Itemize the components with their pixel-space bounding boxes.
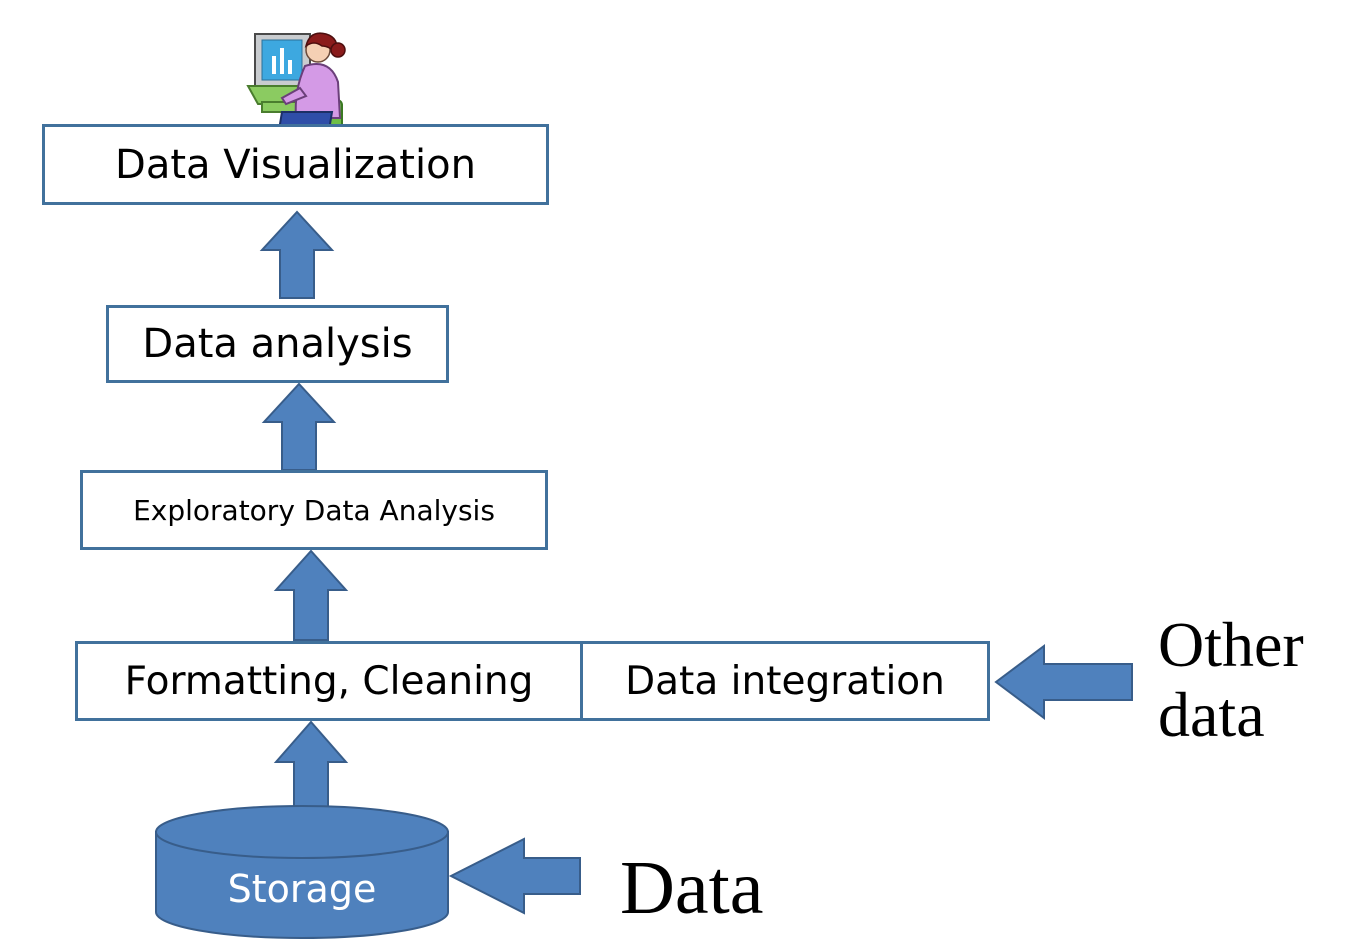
storage-label: Storage bbox=[228, 867, 377, 911]
data-source-label: Data bbox=[620, 846, 764, 930]
other-data-label: Other data bbox=[1158, 609, 1304, 751]
storage-cylinder: Storage bbox=[155, 805, 449, 939]
exploratory-data-analysis-box: Exploratory Data Analysis bbox=[80, 470, 548, 550]
data-integration-box: Data integration bbox=[580, 641, 990, 721]
arrow-up-storage-to-formatting bbox=[273, 720, 349, 815]
data-analysis-box: Data analysis bbox=[106, 305, 449, 383]
other-data-line2: data bbox=[1158, 679, 1265, 751]
arrow-up-eda-to-analysis bbox=[261, 382, 337, 471]
arrow-up-formatting-to-eda bbox=[273, 549, 349, 641]
formatting-cleaning-label: Formatting, Cleaning bbox=[124, 658, 534, 704]
other-data-line1: Other bbox=[1158, 609, 1304, 680]
data-visualization-box: Data Visualization bbox=[42, 124, 549, 205]
data-analysis-label: Data analysis bbox=[142, 321, 413, 367]
arrow-left-data-to-storage bbox=[448, 837, 581, 915]
data-integration-label: Data integration bbox=[625, 658, 945, 704]
person-at-computer-icon bbox=[246, 32, 346, 137]
data-visualization-label: Data Visualization bbox=[115, 141, 476, 188]
formatting-cleaning-box: Formatting, Cleaning bbox=[75, 641, 583, 721]
arrow-up-analysis-to-visualization bbox=[259, 210, 335, 299]
arrow-left-other-data bbox=[994, 644, 1133, 720]
exploratory-data-analysis-label: Exploratory Data Analysis bbox=[133, 493, 495, 527]
